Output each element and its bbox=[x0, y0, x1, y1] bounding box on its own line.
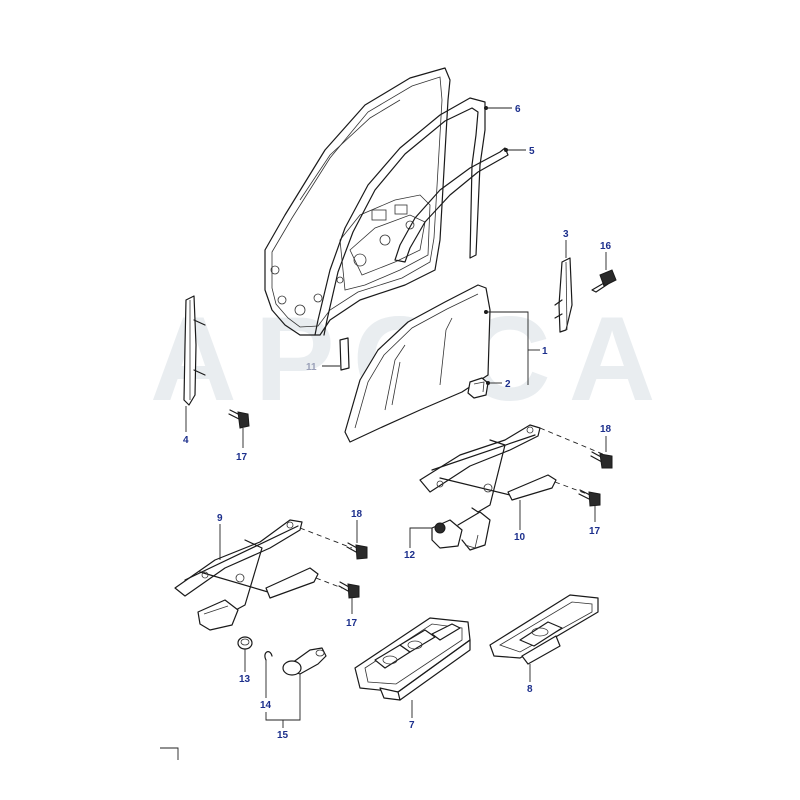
callout-8: 8 bbox=[527, 684, 533, 695]
leader-lines bbox=[185, 106, 607, 728]
part-17-bolt-lower bbox=[338, 581, 360, 599]
callout-12: 12 bbox=[404, 550, 416, 561]
corner-mark bbox=[160, 747, 179, 760]
part-8-switch-bezel bbox=[489, 594, 599, 665]
part-3-rear-guide-channel bbox=[554, 257, 573, 333]
callout-15: 15 bbox=[277, 730, 289, 741]
callout-labels: 6 5 1 2 11 3 16 4 17 18 17 10 12 9 18 17… bbox=[183, 104, 612, 741]
callout-17-upper: 17 bbox=[589, 526, 601, 537]
part-18-bolt-upper bbox=[590, 451, 613, 469]
part-5-glass-run-channel bbox=[394, 147, 509, 263]
callout-3: 3 bbox=[563, 229, 569, 240]
callout-1: 1 bbox=[542, 346, 548, 357]
callout-16: 16 bbox=[600, 241, 612, 252]
callout-18-lower: 18 bbox=[351, 509, 363, 520]
part-17-bolt-upper bbox=[578, 489, 601, 507]
callout-5: 5 bbox=[529, 146, 535, 157]
part-17-bolt-front bbox=[228, 409, 250, 429]
part-1-door-glass bbox=[344, 284, 491, 443]
callout-6: 6 bbox=[515, 104, 521, 115]
window-crank-handle bbox=[282, 647, 327, 676]
part-9-window-regulator-left bbox=[174, 519, 353, 631]
callout-10: 10 bbox=[514, 532, 526, 543]
callout-17-lower: 17 bbox=[346, 618, 358, 629]
callout-4: 4 bbox=[183, 435, 189, 446]
part-7-power-window-switch-panel bbox=[354, 617, 471, 701]
part-13-cap bbox=[237, 636, 253, 650]
part-4-front-guide-channel bbox=[183, 295, 206, 406]
part-2-glass-clip bbox=[467, 377, 489, 399]
door-shell bbox=[264, 67, 451, 336]
part-11-seal bbox=[339, 337, 350, 371]
callout-7: 7 bbox=[409, 720, 415, 731]
part-14-clip bbox=[264, 651, 273, 661]
part-10-window-regulator-right bbox=[419, 424, 606, 513]
part-12-regulator-motor bbox=[431, 511, 491, 551]
callout-17-front: 17 bbox=[236, 452, 248, 463]
callout-14: 14 bbox=[260, 700, 272, 711]
callout-11: 11 bbox=[306, 362, 317, 373]
part-16-bolt bbox=[591, 269, 617, 293]
callout-9: 9 bbox=[217, 513, 223, 524]
callout-13: 13 bbox=[239, 674, 251, 685]
callout-18-upper: 18 bbox=[600, 424, 612, 435]
callout-2: 2 bbox=[505, 379, 511, 390]
part-18-bolt-lower bbox=[346, 542, 368, 560]
part-6-door-weatherstrip bbox=[314, 97, 486, 336]
